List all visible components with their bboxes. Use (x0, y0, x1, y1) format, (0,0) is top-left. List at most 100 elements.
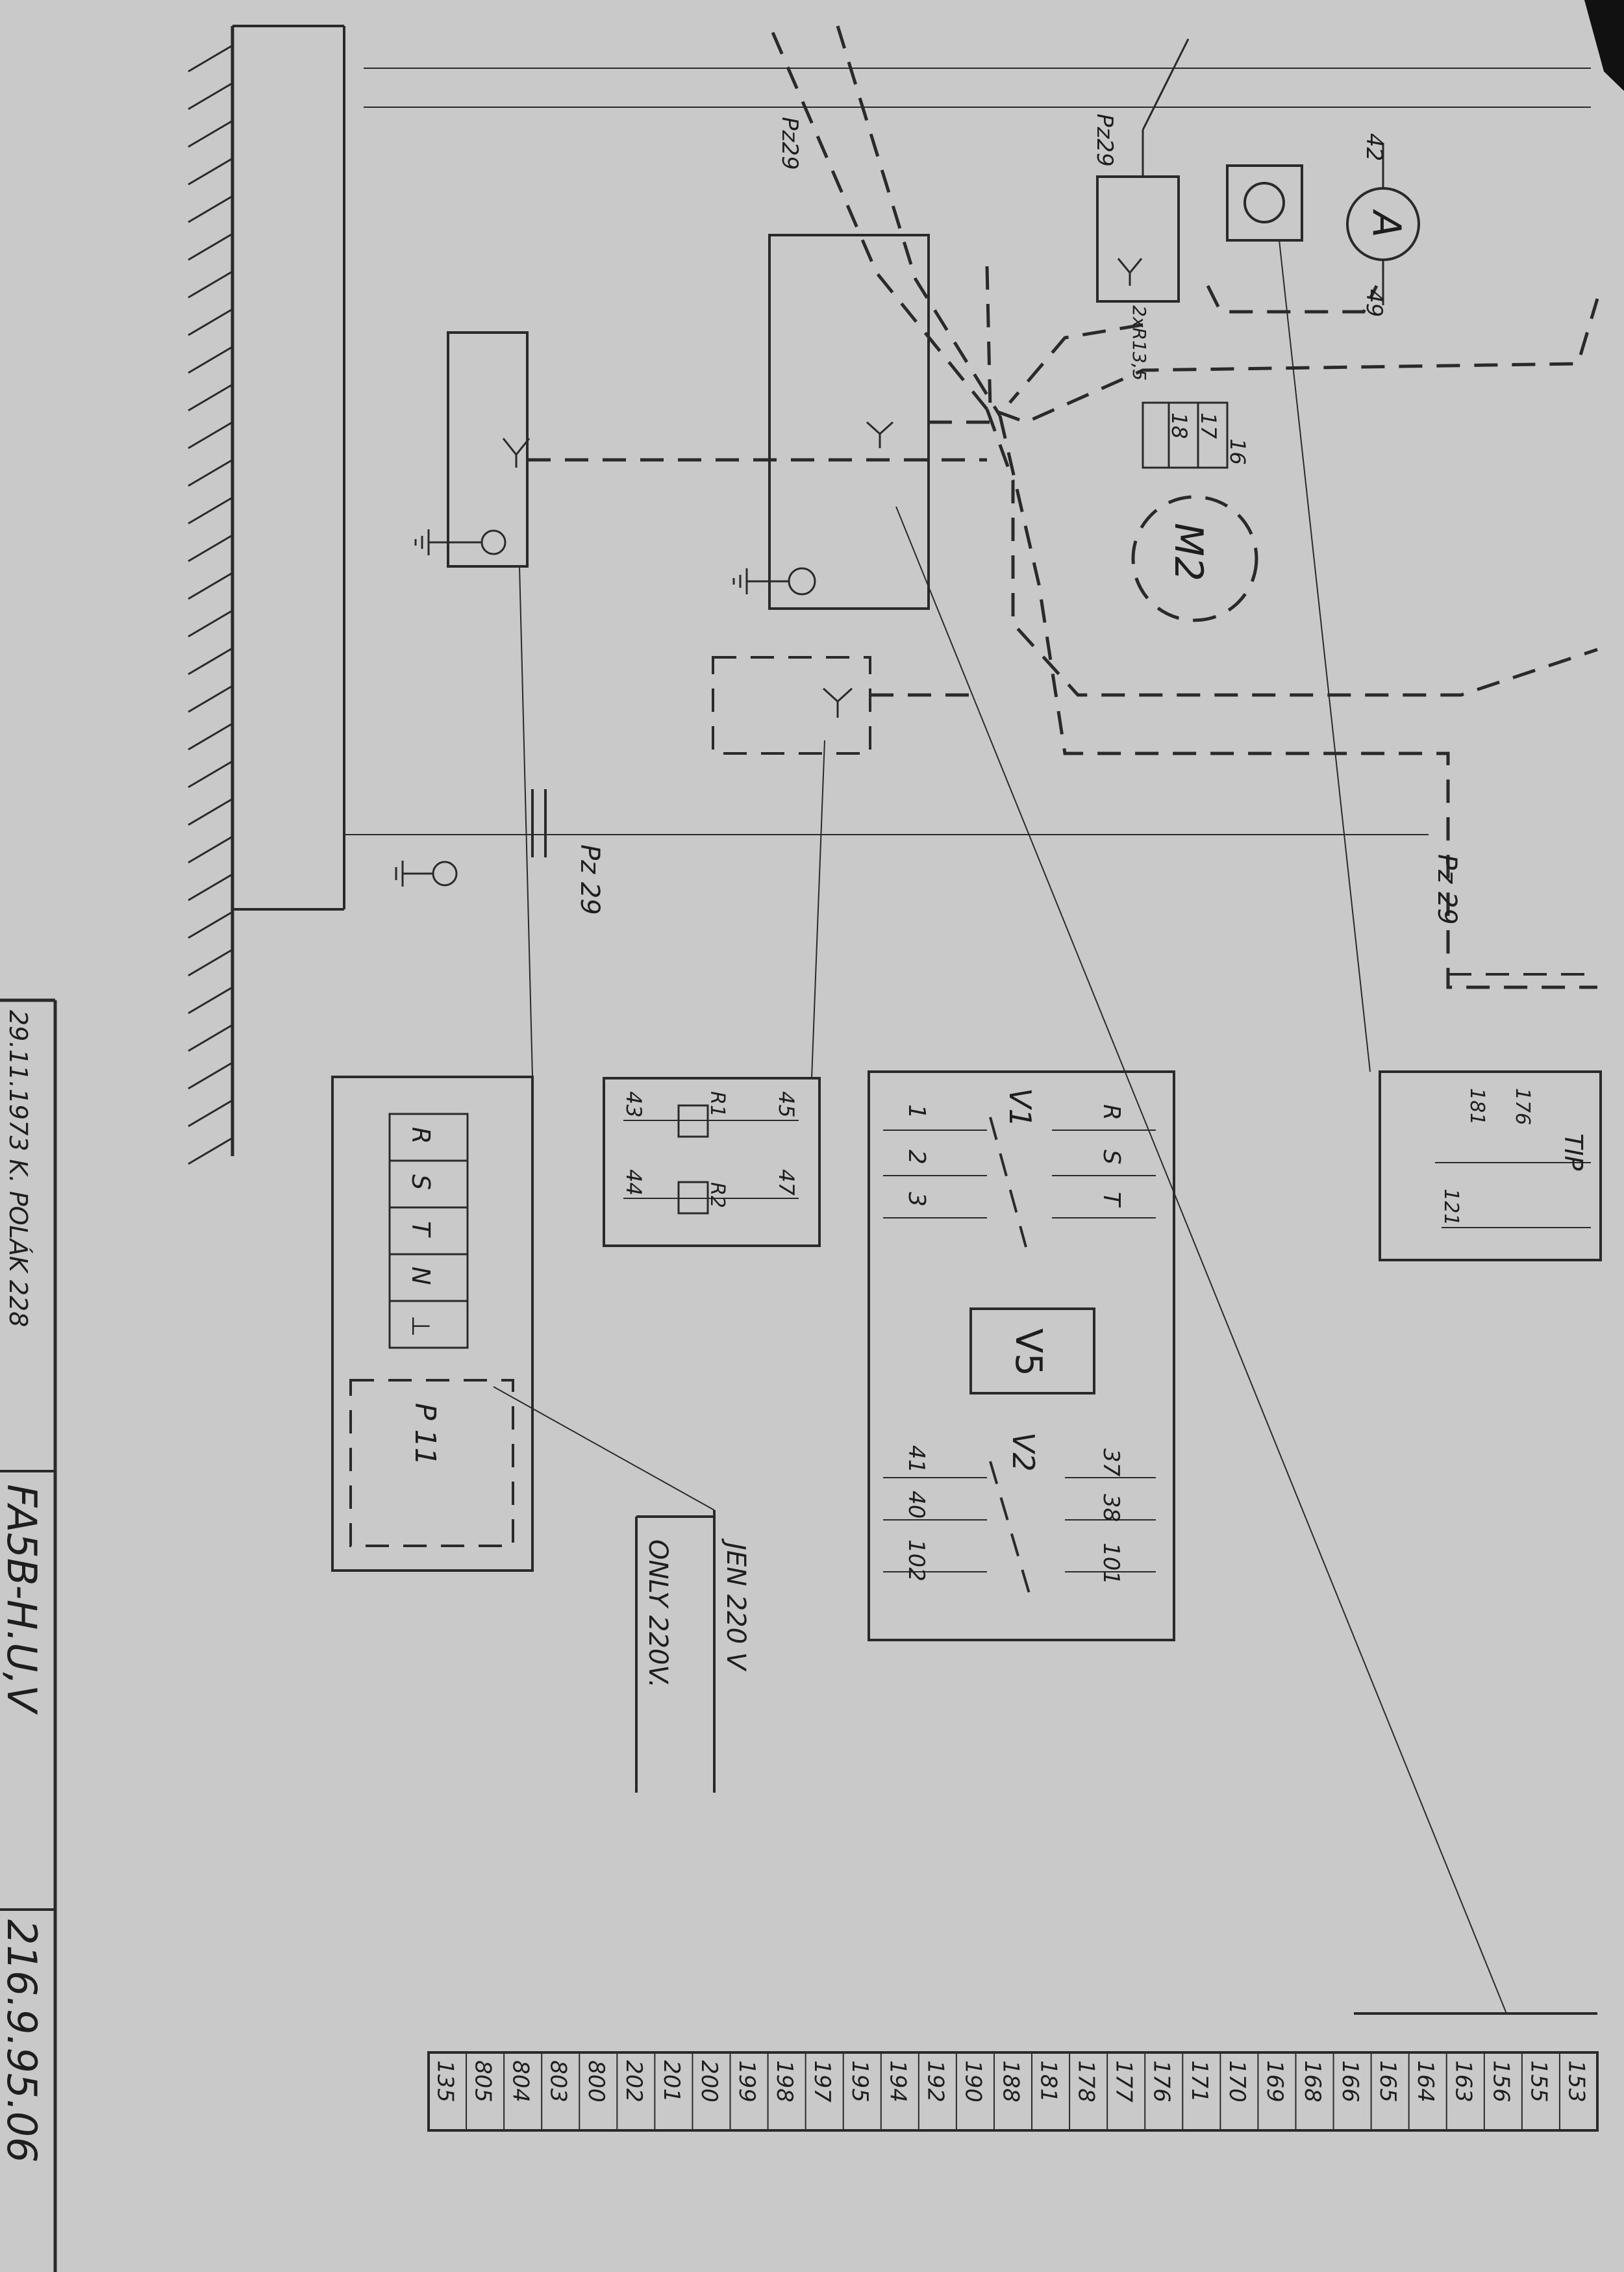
wire-number-188: 188 (997, 2060, 1023, 2102)
ground-capacitor-mid (395, 789, 547, 887)
label-pz29-ground: Pz 29 (575, 844, 605, 915)
v2-terminal-37: 37 (1098, 1448, 1124, 1477)
component-box-upper-left (414, 331, 531, 568)
resistor-terminal-47: 47 (774, 1169, 799, 1196)
resistor-r1-label: R1 (706, 1091, 729, 1117)
diagonal-leader-line (895, 506, 1507, 2014)
hatch-stroke (188, 1061, 233, 1090)
note-czech: JEN 220 V (721, 1538, 751, 1672)
voltage-note-frame (635, 1510, 716, 1793)
switch-v1-label: V1 (1003, 1088, 1038, 1128)
wire-number-804: 804 (508, 2060, 534, 2102)
hatch-stroke (188, 986, 233, 1015)
ammeter-terminal-42: 42 (1361, 133, 1387, 161)
hatch-stroke (188, 835, 233, 864)
hatch-stroke (188, 948, 233, 977)
hatch-stroke (188, 685, 233, 713)
tip-label: TIP (1559, 1133, 1588, 1170)
terminal-n: N (406, 1267, 435, 1285)
wire-number-163: 163 (1450, 2060, 1476, 2102)
hatch-stroke (188, 120, 233, 148)
wire-number-201: 201 (658, 2060, 684, 2102)
resistor-terminal-44: 44 (621, 1169, 646, 1196)
wire-number-192: 192 (922, 2060, 948, 2102)
dashed-box-plug (712, 656, 871, 755)
wire-number-166: 166 (1337, 2060, 1363, 2102)
wire-number-135: 135 (432, 2060, 458, 2102)
hatch-stroke (188, 572, 233, 600)
wire-number-202: 202 (621, 2060, 647, 2102)
v1-terminal-t: T (1098, 1192, 1125, 1208)
dashed-wires (527, 25, 1599, 989)
wire-number-190: 190 (960, 2060, 986, 2102)
hatch-stroke (188, 383, 233, 412)
v1-terminal-3: 3 (903, 1192, 930, 1207)
resistor-box (603, 740, 825, 1247)
hatch-stroke (188, 308, 233, 336)
sensor-box (1226, 164, 1303, 242)
hatch-stroke (188, 82, 233, 110)
wire-number-800: 800 (583, 2060, 609, 2102)
v2-terminal-41: 41 (903, 1445, 929, 1473)
switch-v5-label: V5 (1007, 1328, 1049, 1376)
hatch-stroke (188, 496, 233, 525)
hatch-stroke (188, 911, 233, 939)
hatch-stroke (188, 722, 233, 751)
hatch-stroke (188, 157, 233, 186)
wire-number-153: 153 (1563, 2060, 1589, 2102)
fuse-rating-label: 2xR13,5 (1129, 305, 1150, 381)
wire-number-198: 198 (771, 2060, 797, 2102)
wire-number-195: 195 (847, 2060, 873, 2102)
wire-number-177: 177 (1111, 2060, 1137, 2102)
hatch-stroke (188, 873, 233, 902)
hatch-stroke (188, 1137, 233, 1165)
motor-terminal-18: 18 (1167, 412, 1192, 439)
terminal-ground: ⊥ (406, 1315, 435, 1337)
label-pz29-top: Pz29 (777, 117, 803, 170)
v2-terminal-40: 40 (903, 1491, 929, 1519)
v2-terminal-101: 101 (1098, 1543, 1124, 1585)
hatch-stroke (188, 609, 233, 638)
fuse-holder (1096, 38, 1190, 303)
motor-terminal-16: 16 (1225, 438, 1250, 465)
title-model: FA5B-H.U,V (0, 1484, 45, 1715)
wire-number-805: 805 (470, 2060, 496, 2102)
wire-number-165: 165 (1375, 2060, 1401, 2102)
ammeter-terminal-49: 49 (1361, 289, 1387, 317)
label-pz29-fuse: Pz29 (1092, 114, 1118, 167)
switch-v2-label: V2 (1006, 1432, 1041, 1472)
resistor-terminal-43: 43 (621, 1091, 646, 1118)
wire-number-169: 169 (1262, 2060, 1288, 2102)
terminal-strip-box (331, 566, 715, 1572)
resistor-r2-label: R2 (706, 1182, 729, 1208)
hatch-stroke (188, 459, 233, 487)
hatch-stroke (188, 647, 233, 675)
wire-number-181: 181 (1036, 2060, 1062, 2102)
wire-number-178: 178 (1073, 2060, 1099, 2102)
tip-terminal-181: 181 (1466, 1088, 1488, 1125)
switch-box (868, 1070, 1175, 1641)
resistor-terminal-45: 45 (774, 1091, 799, 1118)
wire-number-168: 168 (1299, 2060, 1325, 2102)
hatch-stroke (188, 270, 233, 299)
hatch-stroke (188, 1024, 233, 1052)
v1-terminal-s: S (1098, 1150, 1125, 1165)
hatch-stroke (188, 421, 233, 449)
wire-number-table: 1531551561631641651661681691701711761771… (427, 2051, 1599, 2132)
hatch-stroke (188, 534, 233, 562)
motor-m2 (1131, 401, 1258, 622)
v1-terminal-2: 2 (903, 1150, 930, 1165)
scan-corner-shadow (1584, 0, 1624, 91)
wire-number-200: 200 (696, 2060, 722, 2102)
text-labels: Pz29 Pz29 Pz 29 Pz 29 A 42 49 M2 16 17 1… (0, 114, 1588, 2163)
title-block (0, 998, 57, 2272)
wire-number-170: 170 (1224, 2060, 1250, 2102)
title-date-author: 29.11.1973 K. POLÁK 228 (4, 1010, 32, 1327)
wire-number-155: 155 (1525, 2060, 1551, 2102)
wire-number-171: 171 (1186, 2060, 1212, 2102)
terminal-t: T (406, 1221, 435, 1238)
note-english: ONLY 220V. (643, 1539, 673, 1688)
ammeter (1346, 143, 1420, 305)
